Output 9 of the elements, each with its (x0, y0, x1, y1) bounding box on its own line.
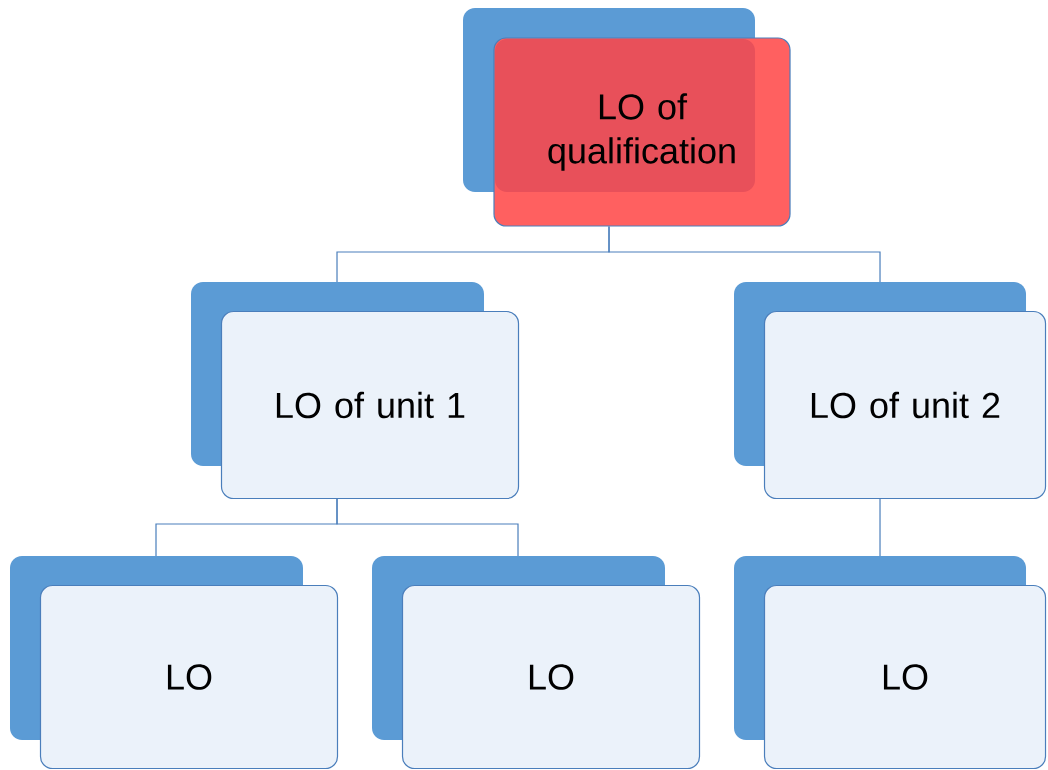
connector-line (608, 226, 881, 283)
org-chart-box: LO (10, 556, 339, 770)
org-chart-box: LO of qualification (463, 8, 791, 227)
connector-line (336, 498, 519, 557)
org-chart-box: LO (734, 556, 1047, 770)
org-chart-box: LO (372, 556, 701, 770)
connector-line (879, 498, 881, 557)
org-chart-box: LO of unit 2 (734, 282, 1047, 500)
org-chart-box: LO of unit 1 (191, 282, 520, 500)
